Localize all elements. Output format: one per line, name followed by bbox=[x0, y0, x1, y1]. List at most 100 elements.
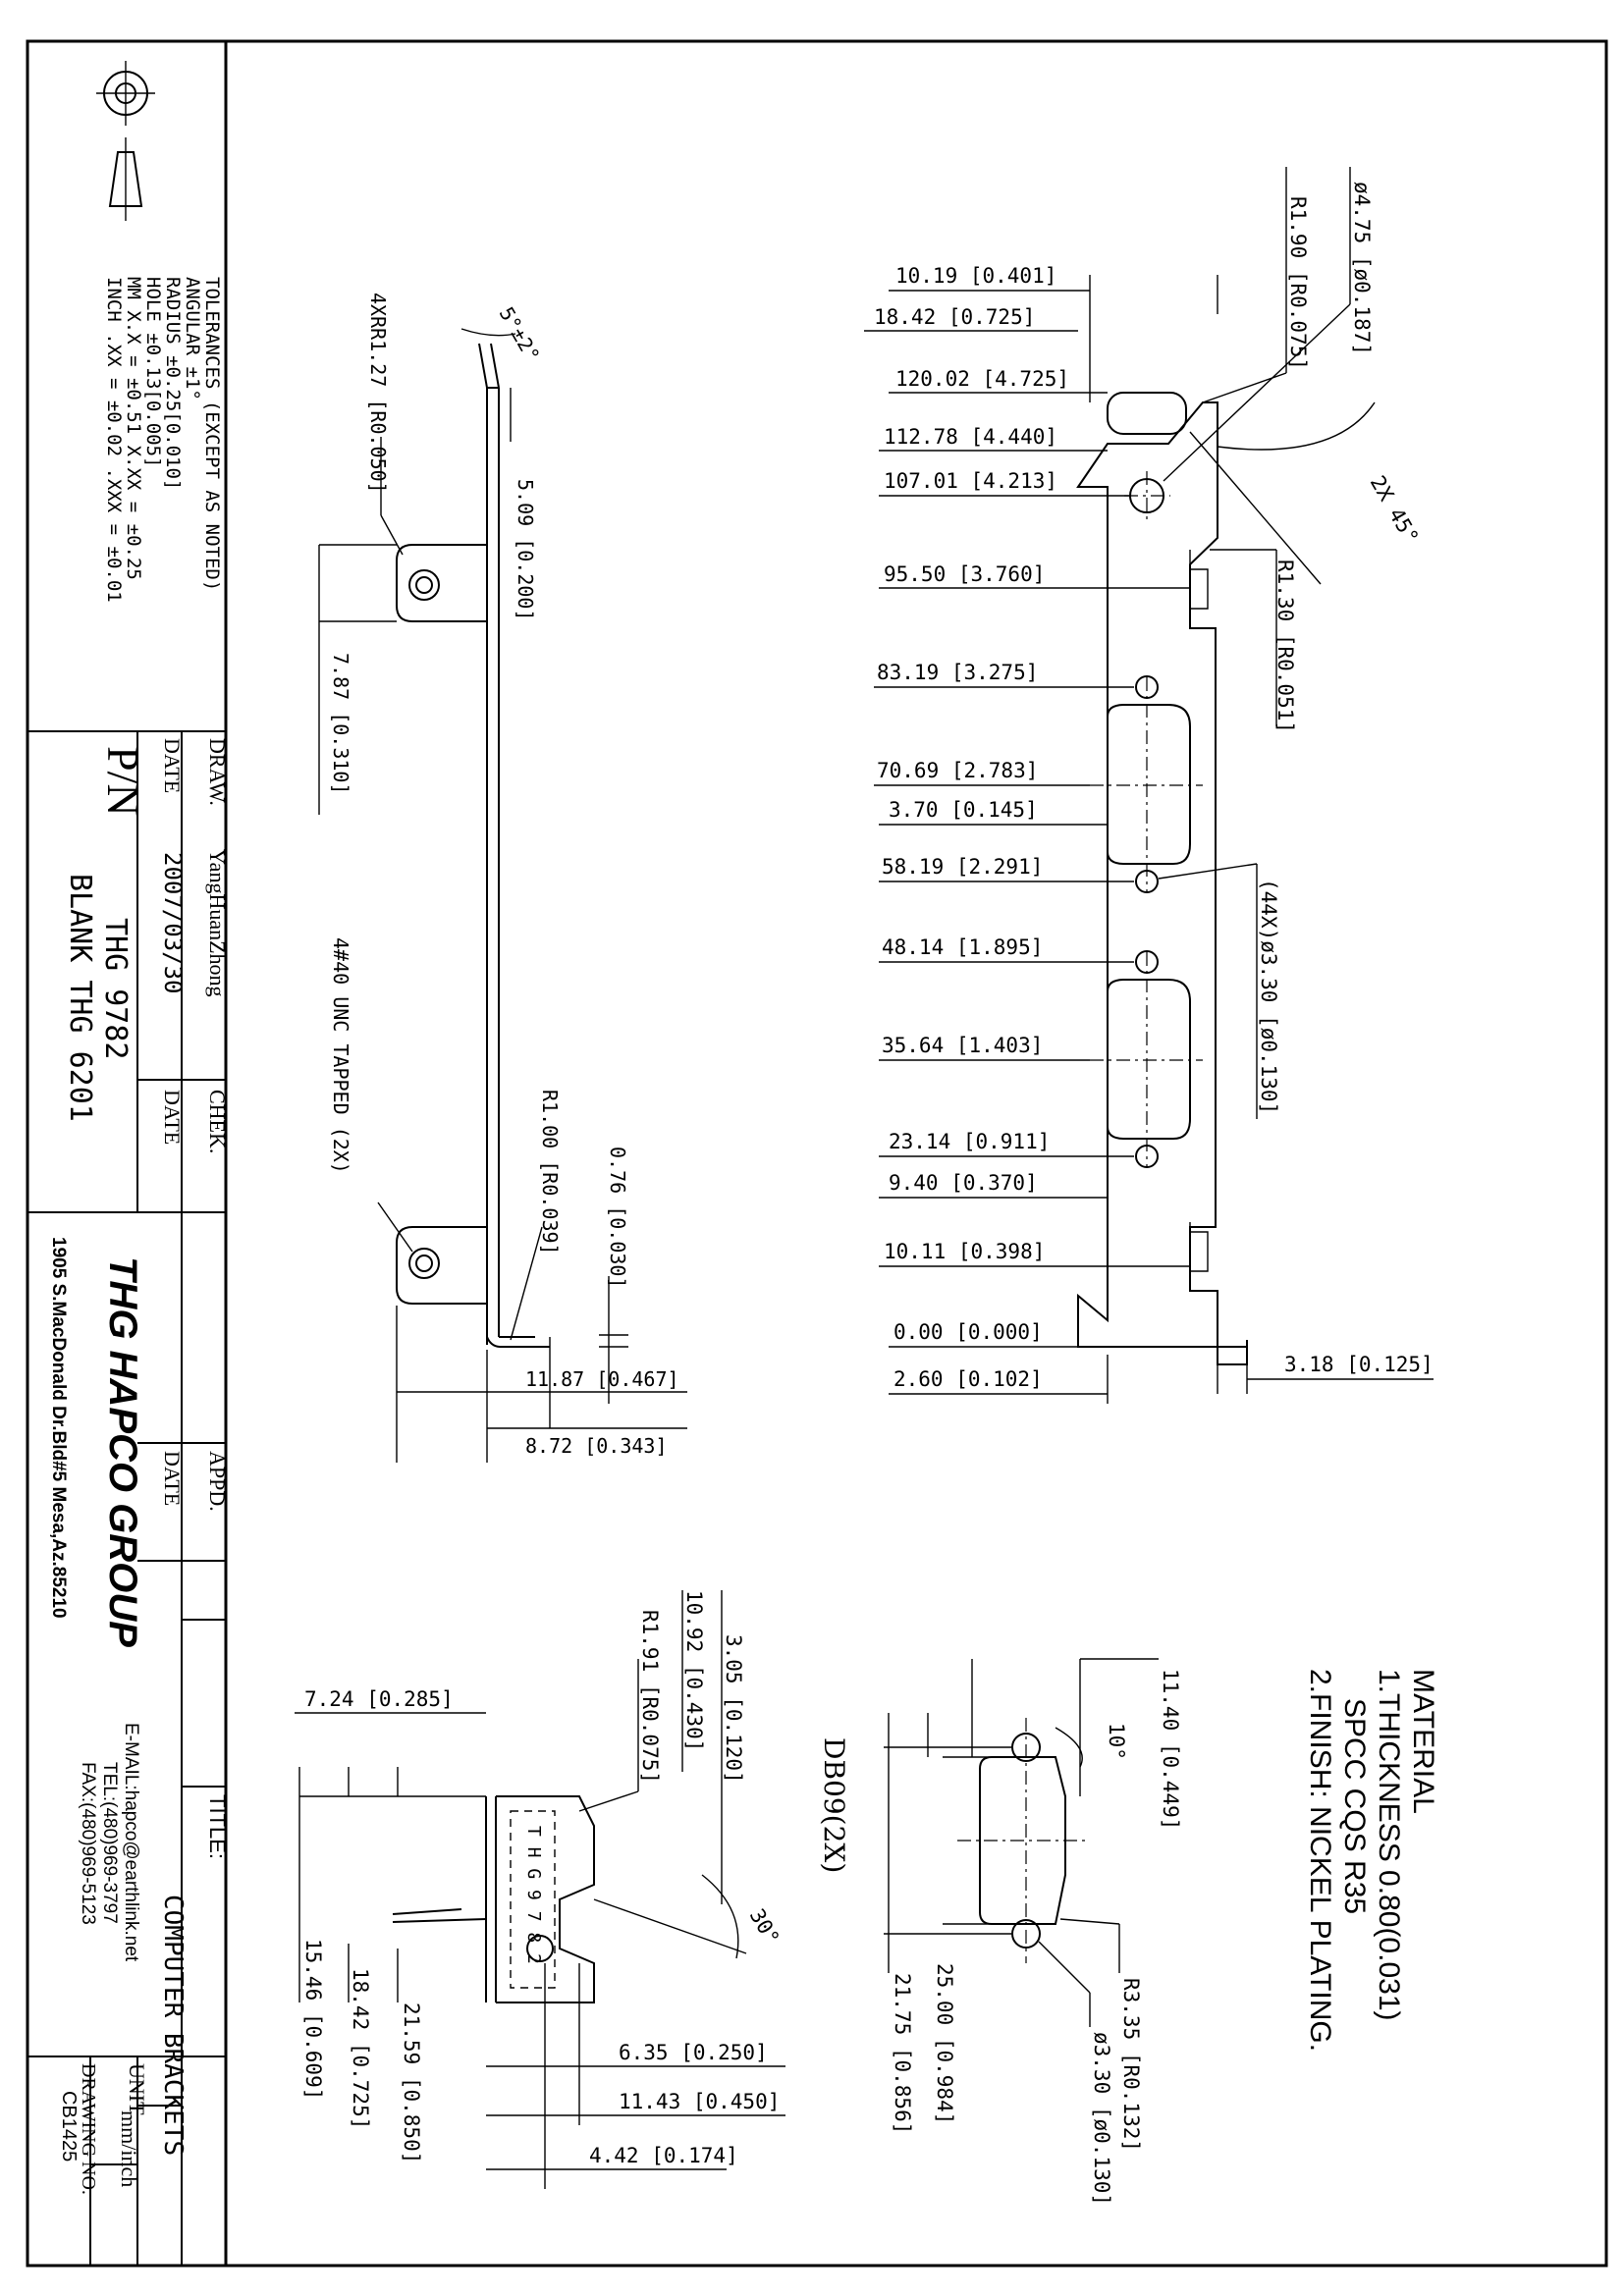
dim-18-42: 18.42 [0.725] bbox=[874, 305, 1035, 329]
dim-21-75: 21.75 [0.856] bbox=[891, 1973, 914, 2134]
dim-95-50: 95.50 [3.760] bbox=[884, 562, 1045, 586]
tapped-hole-icon bbox=[408, 1248, 440, 1279]
angle-45-callout: 2X 45° bbox=[1366, 472, 1424, 549]
draw-value: YangHuanZhong bbox=[205, 849, 230, 997]
dim-58-19: 58.19 [2.291] bbox=[882, 855, 1043, 879]
tolerance-angular: ANGULAR ±1° bbox=[182, 277, 203, 400]
angle-30-callout: 30° bbox=[745, 1905, 785, 1949]
db-cutout-lower bbox=[1107, 979, 1191, 1140]
radius-r100-callout: R1.00 [R0.039] bbox=[538, 1090, 562, 1255]
drawing-border bbox=[26, 39, 1608, 2268]
db-screw-hole-icon bbox=[1011, 1733, 1041, 1762]
dim-7-87: 7.87 [0.310] bbox=[329, 653, 352, 795]
db-cutout-upper bbox=[1107, 704, 1191, 865]
dim-35-64: 35.64 [1.403] bbox=[882, 1034, 1043, 1057]
radius-4x-callout: 4XRR1.27 [R0.050] bbox=[366, 293, 390, 494]
dim-70-69: 70.69 [2.783] bbox=[877, 759, 1038, 782]
dim-21-59: 21.59 [0.850] bbox=[400, 2002, 423, 2163]
dim-10-11: 10.11 [0.398] bbox=[884, 1240, 1045, 1263]
top-slot bbox=[1107, 392, 1187, 435]
contact-fax: FAX:(480)969-5123 bbox=[78, 1762, 98, 1925]
unit-label: UNIT bbox=[125, 2063, 149, 2115]
tolerance-radius: RADIUS ±0.25[0.010] bbox=[162, 277, 184, 490]
tapped-hole-icon bbox=[408, 569, 440, 601]
contact-email: E-MAIL:hapco@earthlink.net bbox=[121, 1723, 141, 1962]
screw-hole-icon bbox=[1135, 1145, 1159, 1168]
dim-15-46: 15.46 [0.609] bbox=[301, 1939, 325, 2100]
dim-10-92: 10.92 [0.430] bbox=[682, 1590, 706, 1751]
screw-hole-icon bbox=[1135, 675, 1159, 699]
dim-3-70: 3.70 [0.145] bbox=[889, 798, 1038, 822]
date-label: DATE bbox=[160, 738, 185, 793]
chek-label: CHEK. bbox=[205, 1090, 230, 1153]
dim-7-24: 7.24 [0.285] bbox=[304, 1687, 454, 1711]
company-name: THG HAPCO GROUP bbox=[101, 1256, 144, 1647]
db-hole-dia-callout: ø3.30 [ø0.130] bbox=[1090, 2032, 1113, 2206]
db09-label: DB09(2X) bbox=[818, 1737, 850, 1873]
dim-0-76: 0.76 [0.030] bbox=[606, 1147, 629, 1289]
hole-dia-callout: ø4.75 [ø0.187] bbox=[1350, 182, 1374, 355]
dim-0-00: 0.00 [0.000] bbox=[893, 1320, 1043, 1344]
db-screw-hole-icon bbox=[1011, 1919, 1041, 1949]
dim-23-14: 23.14 [0.911] bbox=[889, 1130, 1050, 1153]
stamp-text: T H G 9 7 8 2 bbox=[523, 1826, 544, 1964]
dim-10-19: 10.19 [0.401] bbox=[895, 264, 1056, 288]
blank-value: BLANK THG 6201 bbox=[63, 874, 97, 1122]
dim-11-43: 11.43 [0.450] bbox=[619, 2090, 780, 2113]
radius-r130-callout: R1.30 [R0.051] bbox=[1273, 560, 1297, 733]
draw-label: DRAW. bbox=[205, 738, 230, 806]
bend-angle-callout: 5°±2° bbox=[495, 303, 545, 366]
drawing-no-label: DRAWING NO. bbox=[78, 2063, 99, 2195]
stamp-hole-icon bbox=[526, 1935, 554, 1962]
screw-hole-icon bbox=[1135, 870, 1159, 893]
holes-44x-callout: (44X)ø3.30 [ø0.130] bbox=[1257, 879, 1280, 1114]
projection-symbol-icon bbox=[96, 61, 155, 221]
material-line-2: SPCC CQS R35 bbox=[1338, 1698, 1371, 1914]
title-strip: TOLERANCES (EXCEPT AS NOTED) ANGULAR ±1°… bbox=[27, 61, 230, 2266]
flat-blank-view bbox=[864, 167, 1434, 1404]
radius-r190-callout: R1.90 [R0.075] bbox=[1286, 196, 1310, 370]
dim-25-00: 25.00 [0.984] bbox=[933, 1963, 956, 2124]
tolerance-hole: HOLE ±0.13[0.005] bbox=[142, 277, 164, 467]
dim-8-72: 8.72 [0.343] bbox=[525, 1434, 668, 1458]
dim-5-09: 5.09 [0.200] bbox=[514, 479, 537, 621]
material-line-3: 2.FINISH: NICKEL PLATING. bbox=[1304, 1669, 1336, 2052]
tolerance-inch: INCH .XX = ±0.02 .XXX = ±0.01 bbox=[103, 277, 125, 603]
title-label: TITLE: bbox=[205, 1794, 230, 1859]
company-address: 1905 S.MacDonald Dr.Bld#5 Mesa,Az.85210 bbox=[48, 1237, 69, 1619]
side-view-bracket bbox=[318, 328, 687, 1463]
db09-detail bbox=[884, 1658, 1159, 2027]
radius-r335-callout: R3.35 [R0.132] bbox=[1119, 1978, 1143, 2152]
tapped-callout: 4#40 UNC TAPPED (2X) bbox=[329, 937, 352, 1174]
dim-11-87: 11.87 [0.467] bbox=[525, 1367, 679, 1391]
pn-label: P/N bbox=[98, 746, 148, 817]
appd-label: APPD. bbox=[205, 1451, 230, 1512]
dim-83-19: 83.19 [3.275] bbox=[877, 661, 1038, 684]
unit-value: mm/inch bbox=[117, 2110, 141, 2187]
material-heading: MATERIAL bbox=[1407, 1669, 1439, 1814]
dim-3-05: 3.05 [0.120] bbox=[722, 1634, 745, 1784]
date-value: 2007/03/30 bbox=[159, 852, 187, 994]
dim-2-60: 2.60 [0.102] bbox=[893, 1367, 1043, 1391]
tolerance-mm: MM X.X = ±0.51 X.XX = ±0.25 bbox=[123, 277, 144, 580]
tolerances-heading: TOLERANCES (EXCEPT AS NOTED) bbox=[201, 277, 223, 591]
pn-value: THG 9782 bbox=[98, 918, 133, 1060]
appd-date-label: DATE bbox=[160, 1451, 185, 1506]
drawing-no-value: CB1425 bbox=[58, 2091, 80, 2162]
dim-112-78: 112.78 [4.440] bbox=[884, 425, 1057, 449]
dim-18-42-bottom: 18.42 [0.725] bbox=[349, 1968, 372, 2129]
angle-10-callout: 10° bbox=[1105, 1723, 1128, 1760]
dim-11-40: 11.40 [0.449] bbox=[1159, 1669, 1182, 1830]
dim-107-01: 107.01 [4.213] bbox=[884, 469, 1057, 493]
dim-48-14: 48.14 [1.895] bbox=[882, 935, 1043, 959]
dim-120-02: 120.02 [4.725] bbox=[895, 367, 1069, 391]
material-line-1: 1.THICKNESS 0.80(0.031) bbox=[1373, 1669, 1405, 2021]
dim-6-35: 6.35 [0.250] bbox=[619, 2041, 768, 2064]
title-value: COMPUTER BRACKETS bbox=[158, 1895, 188, 2156]
screw-hole-icon bbox=[1135, 950, 1159, 974]
radius-r191-callout: R1.91 [R0.075] bbox=[638, 1610, 662, 1784]
dim-3-18: 3.18 [0.125] bbox=[1284, 1353, 1434, 1376]
dim-9-40: 9.40 [0.370] bbox=[889, 1171, 1038, 1195]
contact-tel: TEL:(480)969-3797 bbox=[99, 1762, 120, 1924]
